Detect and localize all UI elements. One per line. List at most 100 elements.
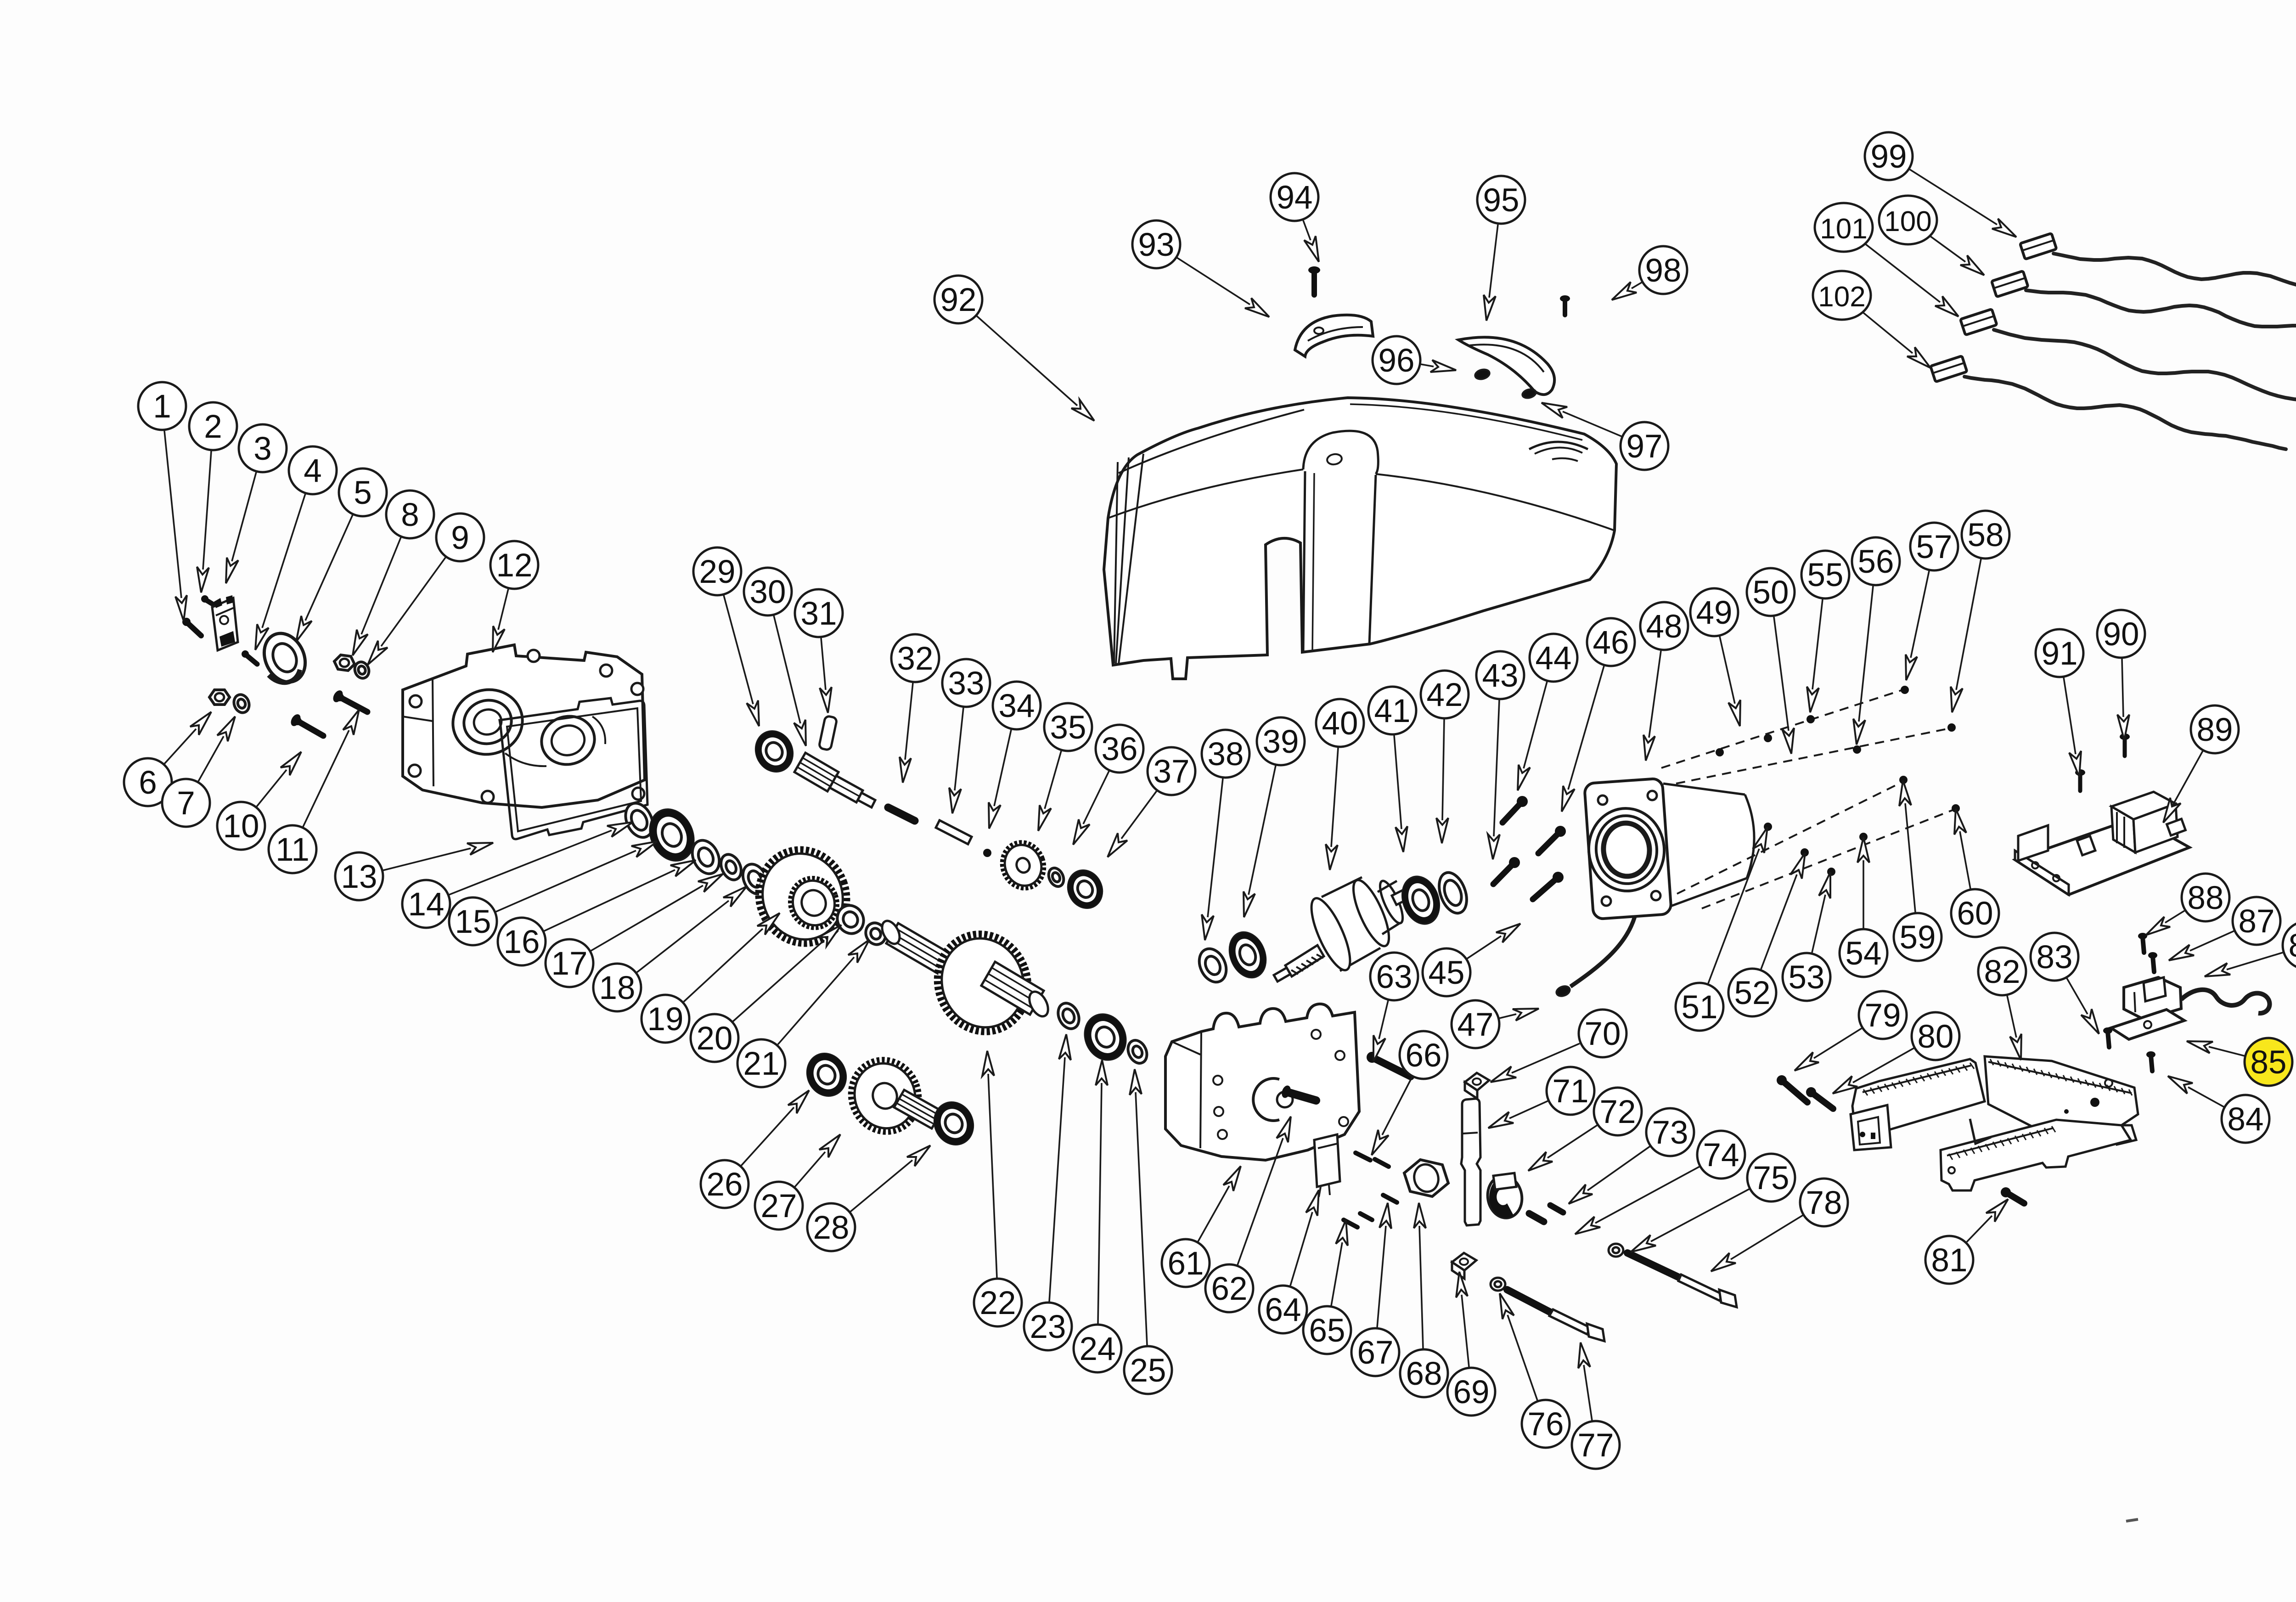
- svg-text:68: 68: [1406, 1356, 1442, 1392]
- svg-text:37: 37: [1154, 754, 1190, 790]
- svg-text:44: 44: [1536, 640, 1572, 677]
- svg-text:95: 95: [1483, 182, 1519, 219]
- svg-text:48: 48: [1646, 609, 1683, 645]
- svg-text:91: 91: [2042, 636, 2078, 672]
- svg-text:85: 85: [2251, 1044, 2287, 1081]
- svg-text:40: 40: [1322, 705, 1358, 742]
- svg-text:97: 97: [1626, 429, 1663, 465]
- svg-text:17: 17: [551, 946, 588, 982]
- svg-text:29: 29: [699, 554, 736, 590]
- svg-text:16: 16: [504, 924, 540, 960]
- svg-text:25: 25: [1130, 1353, 1166, 1389]
- svg-text:32: 32: [897, 641, 934, 677]
- svg-text:21: 21: [743, 1046, 780, 1082]
- svg-text:41: 41: [1374, 693, 1411, 729]
- svg-text:49: 49: [1696, 595, 1733, 631]
- svg-text:88: 88: [2188, 880, 2224, 916]
- svg-text:28: 28: [813, 1210, 850, 1246]
- svg-text:62: 62: [1211, 1271, 1248, 1307]
- svg-text:47: 47: [1458, 1007, 1494, 1043]
- svg-text:74: 74: [1703, 1137, 1739, 1173]
- svg-text:11: 11: [276, 832, 310, 868]
- svg-text:73: 73: [1652, 1115, 1688, 1151]
- svg-text:64: 64: [1265, 1292, 1301, 1328]
- svg-text:30: 30: [750, 574, 786, 610]
- svg-text:50: 50: [1753, 575, 1789, 611]
- svg-text:78: 78: [1806, 1185, 1842, 1221]
- svg-text:18: 18: [599, 970, 636, 1006]
- svg-text:66: 66: [1406, 1038, 1442, 1074]
- svg-text:2: 2: [204, 409, 222, 445]
- svg-text:102: 102: [1818, 281, 1865, 313]
- svg-text:23: 23: [1030, 1309, 1066, 1345]
- svg-text:54: 54: [1846, 936, 1882, 972]
- svg-text:90: 90: [2103, 616, 2139, 653]
- svg-text:26: 26: [707, 1167, 743, 1203]
- svg-text:93: 93: [1138, 227, 1175, 263]
- svg-text:63: 63: [1376, 959, 1412, 995]
- svg-text:69: 69: [1453, 1374, 1490, 1410]
- svg-text:20: 20: [697, 1021, 733, 1057]
- svg-text:60: 60: [1957, 896, 1993, 932]
- svg-text:99: 99: [1871, 139, 1907, 175]
- svg-text:84: 84: [2228, 1101, 2264, 1138]
- svg-text:81: 81: [1931, 1242, 1968, 1279]
- svg-text:56: 56: [1858, 544, 1894, 580]
- svg-text:71: 71: [1553, 1073, 1589, 1110]
- svg-text:72: 72: [1600, 1094, 1636, 1130]
- svg-text:10: 10: [223, 808, 259, 845]
- svg-text:80: 80: [1918, 1019, 1954, 1055]
- svg-text:76: 76: [1528, 1406, 1564, 1443]
- svg-text:87: 87: [2239, 903, 2275, 940]
- svg-text:96: 96: [1379, 343, 1415, 379]
- svg-text:36: 36: [1102, 731, 1138, 767]
- svg-text:35: 35: [1050, 710, 1086, 746]
- svg-text:79: 79: [1865, 998, 1901, 1034]
- svg-text:31: 31: [801, 596, 837, 632]
- svg-text:75: 75: [1753, 1160, 1790, 1196]
- svg-text:100: 100: [1884, 206, 1931, 237]
- svg-text:3: 3: [253, 431, 272, 467]
- svg-text:45: 45: [1429, 955, 1465, 991]
- svg-text:52: 52: [1734, 975, 1771, 1011]
- svg-text:15: 15: [455, 904, 491, 940]
- svg-text:38: 38: [1208, 736, 1244, 773]
- svg-text:101: 101: [1820, 213, 1867, 245]
- svg-text:83: 83: [2037, 939, 2073, 976]
- svg-text:43: 43: [1482, 658, 1519, 694]
- svg-text:46: 46: [1593, 625, 1629, 661]
- svg-text:92: 92: [940, 282, 977, 318]
- svg-text:58: 58: [1968, 517, 2004, 553]
- svg-text:39: 39: [1263, 724, 1299, 760]
- svg-text:1: 1: [153, 389, 171, 425]
- svg-text:67: 67: [1357, 1335, 1394, 1371]
- svg-text:82: 82: [1984, 954, 2020, 990]
- svg-text:57: 57: [1916, 529, 1953, 565]
- svg-text:86: 86: [2289, 928, 2296, 964]
- svg-text:53: 53: [1789, 959, 1825, 996]
- svg-text:70: 70: [1585, 1016, 1621, 1052]
- svg-text:5: 5: [354, 475, 372, 511]
- svg-text:51: 51: [1682, 989, 1718, 1026]
- svg-text:33: 33: [948, 666, 985, 702]
- svg-text:4: 4: [304, 453, 322, 489]
- svg-text:14: 14: [408, 886, 445, 923]
- svg-text:65: 65: [1309, 1313, 1345, 1349]
- svg-text:9: 9: [451, 520, 469, 556]
- svg-text:59: 59: [1900, 919, 1936, 956]
- svg-text:12: 12: [496, 547, 533, 584]
- svg-text:8: 8: [401, 497, 419, 533]
- svg-text:27: 27: [761, 1188, 797, 1224]
- svg-text:19: 19: [647, 1001, 684, 1038]
- svg-text:61: 61: [1168, 1246, 1204, 1282]
- svg-text:24: 24: [1080, 1331, 1116, 1367]
- svg-text:77: 77: [1578, 1427, 1614, 1464]
- svg-text:94: 94: [1277, 180, 1313, 216]
- svg-text:55: 55: [1807, 557, 1844, 593]
- svg-text:98: 98: [1645, 253, 1682, 289]
- svg-text:34: 34: [999, 688, 1035, 724]
- svg-text:22: 22: [980, 1285, 1016, 1321]
- svg-text:13: 13: [341, 859, 377, 895]
- svg-text:6: 6: [139, 765, 157, 801]
- svg-text:42: 42: [1427, 677, 1463, 713]
